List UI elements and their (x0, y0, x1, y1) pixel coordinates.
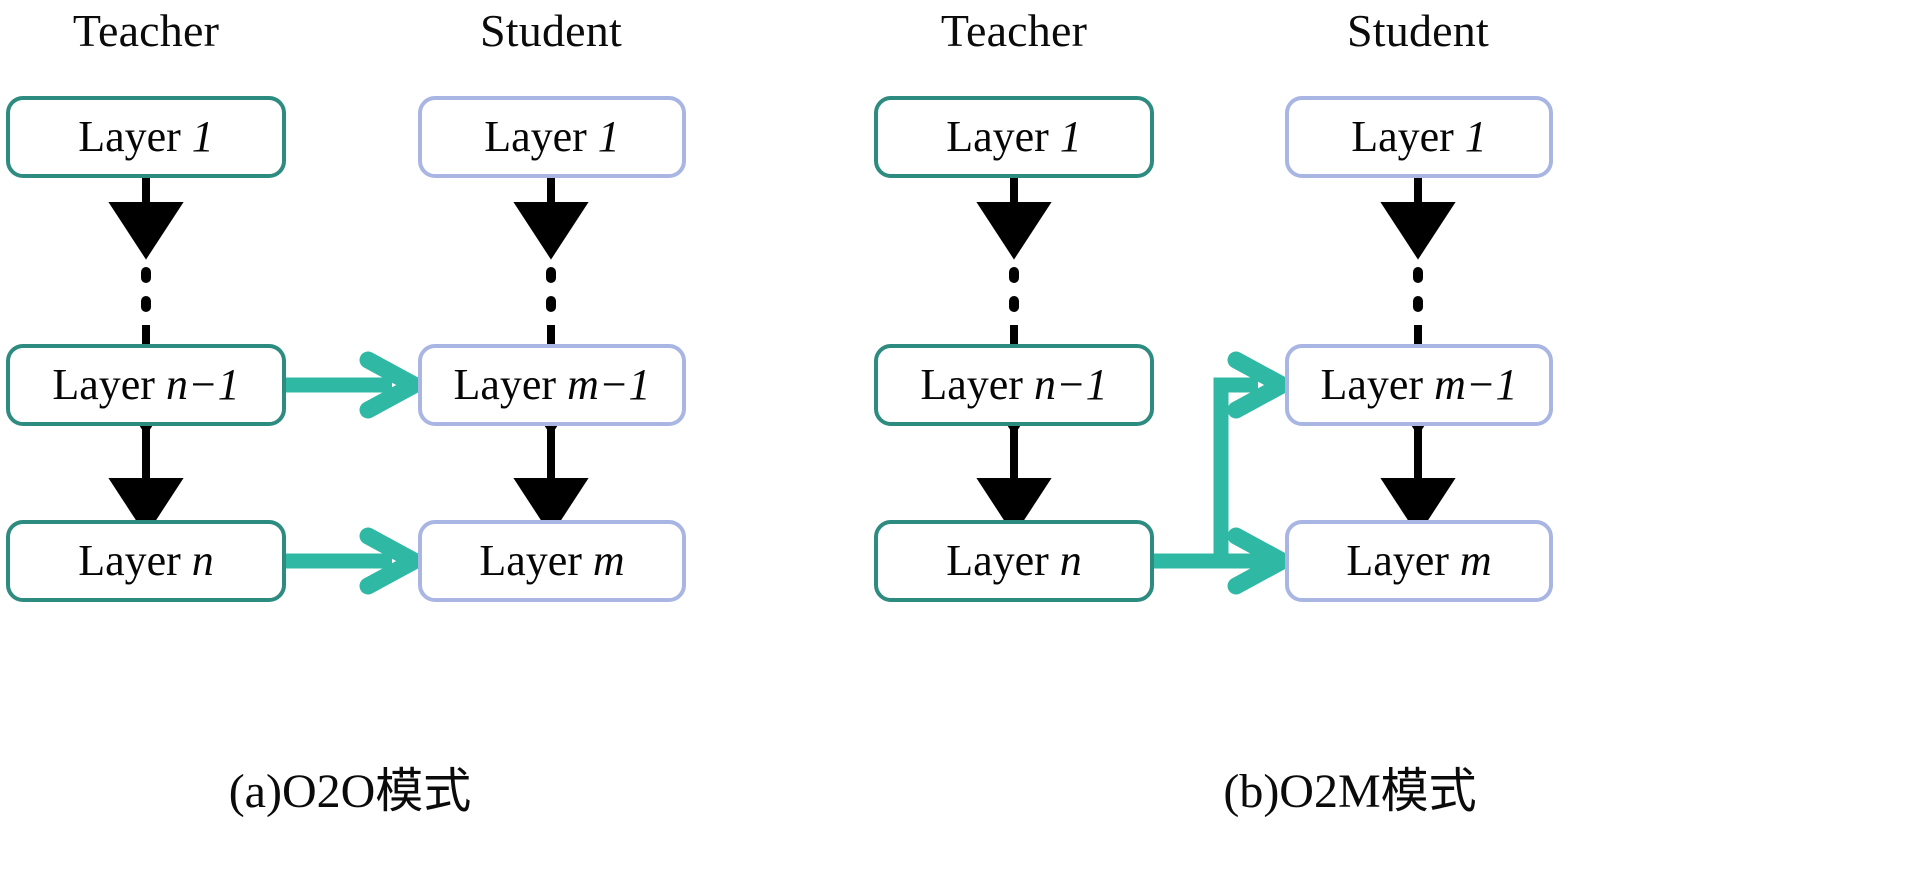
layer-box-label: Layer (484, 112, 587, 161)
layer-box-index: 1 (1059, 112, 1082, 161)
layer-box-index: 1 (597, 112, 620, 161)
layer-box-label: Layer (78, 536, 181, 585)
layer-box-label: Layer (479, 536, 582, 585)
column-heading-student-b: Student (1347, 5, 1489, 56)
layer-box-label: Layer (453, 360, 557, 409)
layer-box-label: Layer (946, 112, 1049, 161)
layer-box-index: n−1 (1033, 360, 1108, 409)
layer-box-index: n−1 (165, 360, 240, 409)
distill-arrow-a-lower (286, 527, 423, 595)
column-heading-teacher-a: Teacher (72, 5, 220, 56)
branch-arrow-b-trunk (1154, 377, 1281, 569)
layer-box-label: Layer (920, 360, 1023, 409)
panel-caption-a: (a)O2O模式 (228, 765, 472, 818)
layer-box-index: n (191, 536, 214, 585)
branch-arrow-b-to-m (1227, 527, 1291, 595)
layer-box-index: m (1459, 536, 1492, 585)
panel-caption-b: (b)O2M模式 (1223, 765, 1477, 818)
layer-box-index: m−1 (567, 360, 651, 409)
distill-arrow-a-upper (286, 351, 423, 419)
layer-box-index: m−1 (1434, 360, 1518, 409)
layer-box-label: Layer (78, 112, 181, 161)
layer-box-label: Layer (1351, 112, 1454, 161)
layer-box-label: Layer (1320, 360, 1424, 409)
column-heading-student-a: Student (480, 5, 622, 56)
column-heading-teacher-b: Teacher (940, 5, 1088, 56)
layer-box-label: Layer (1346, 536, 1449, 585)
layer-box-index: m (592, 536, 625, 585)
layer-box-index: 1 (1464, 112, 1487, 161)
layer-box-label: Layer (946, 536, 1049, 585)
branch-arrow-b-to-m-minus-1 (1227, 351, 1291, 419)
layer-box-label: Layer (52, 360, 155, 409)
layer-box-index: 1 (191, 112, 214, 161)
layer-box-index: n (1059, 536, 1082, 585)
